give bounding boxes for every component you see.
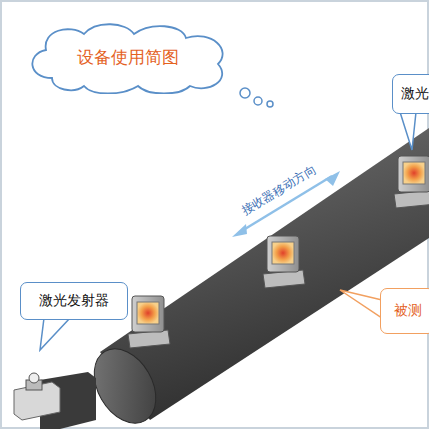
callout-text: 被测 (394, 302, 422, 320)
thought-dot (240, 88, 250, 98)
thought-dot (267, 101, 273, 107)
callout-tail (340, 290, 382, 318)
callout-text: 激光 (401, 85, 429, 103)
callout-tail (400, 112, 416, 150)
callout-tail (40, 318, 70, 350)
callout-box: 被测 (380, 288, 429, 334)
cloud-bubble: 设备使用简图 (22, 20, 234, 94)
receivers (128, 156, 429, 348)
thought-dot (254, 97, 262, 105)
callout-box: 激光 (392, 74, 429, 114)
arrow-head (325, 171, 340, 186)
laser-emitter (14, 372, 96, 429)
callout-box: 激光发射器 (20, 282, 128, 320)
cloud-title: 设备使用简图 (77, 46, 179, 69)
callout-text: 激光发射器 (39, 292, 109, 310)
arrow-head (232, 224, 247, 237)
